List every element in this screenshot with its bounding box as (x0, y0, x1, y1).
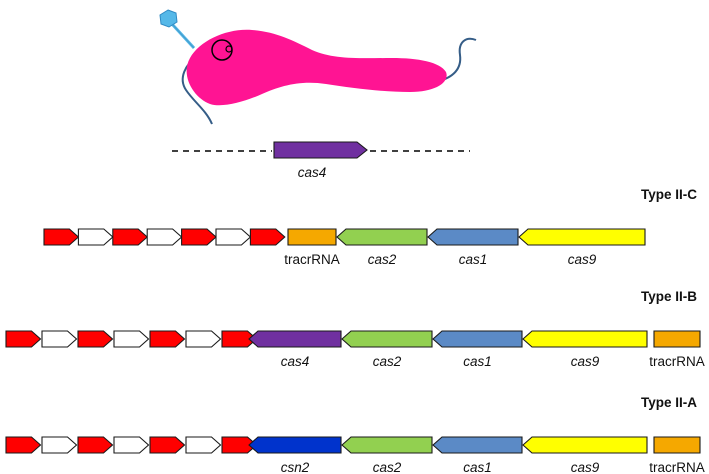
cas4-gene (248, 330, 342, 348)
locus-type-label: Type II-C (641, 187, 697, 202)
repeat-unit (77, 228, 114, 246)
tracrrna-label: tracrRNA (284, 252, 340, 267)
repeat-unit (185, 330, 222, 348)
tracrrna-label: tracrRNA (649, 460, 705, 474)
cas2-label: cas2 (373, 460, 402, 474)
cas9-gene (522, 330, 648, 348)
spacer-unit (77, 330, 114, 348)
cas2-gene (341, 330, 433, 348)
top-cas4-label: cas4 (298, 165, 327, 180)
locus-type-ii-c: Type II-C tracrRNA cas2 cas1 cas9 (43, 187, 697, 267)
repeat-unit (113, 330, 150, 348)
cas2-label: cas2 (368, 252, 397, 267)
top-cas4-gene (273, 141, 368, 159)
repeat-unit (185, 436, 222, 454)
spacer-unit (5, 330, 42, 348)
phage-icon (159, 9, 196, 50)
plasmid-icon (211, 39, 233, 61)
spacer-unit (112, 228, 149, 246)
cas4-label: cas4 (281, 354, 310, 369)
spacer-unit (181, 228, 217, 246)
cas1-label: cas1 (463, 354, 492, 369)
repeat-unit (41, 330, 78, 348)
tracrrna-gene (653, 330, 701, 348)
repeat-unit (113, 436, 150, 454)
csn2-label: csn2 (281, 460, 310, 474)
cas1-label: cas1 (463, 460, 492, 474)
cas1-label: cas1 (459, 252, 488, 267)
spacer-unit (5, 436, 42, 454)
tracrrna-gene (287, 228, 337, 246)
cas1-gene (432, 330, 523, 348)
cas2-gene (336, 228, 428, 246)
spacer-unit (149, 330, 186, 348)
spacer-unit (149, 436, 186, 454)
spacer-unit (249, 228, 286, 246)
spacer-unit (221, 330, 258, 348)
locus-type-ii-b: Type II-B cas4 cas2 cas1 cas9 tracrRNA (5, 289, 705, 369)
cas2-label: cas2 (373, 354, 402, 369)
cas9-label: cas9 (571, 460, 600, 474)
bacterium-icon (181, 29, 477, 125)
cas9-gene (518, 228, 646, 246)
spacer-unit (221, 436, 258, 454)
tracrrna-label: tracrRNA (649, 354, 705, 369)
cas1-gene (432, 436, 523, 454)
cas1-gene (427, 228, 519, 246)
cas9-label: cas9 (571, 354, 600, 369)
top-genome-fragment: cas4 (172, 141, 470, 180)
repeat-unit (41, 436, 78, 454)
locus-type-ii-a: Type II-A csn2 cas2 cas1 cas9 tracrRNA (5, 395, 705, 474)
locus-type-label: Type II-A (641, 395, 697, 410)
bacterium-body (186, 29, 447, 106)
spacer-unit (77, 436, 114, 454)
repeat-unit (146, 228, 183, 246)
cas9-gene (522, 436, 648, 454)
tracrrna-gene (653, 436, 701, 454)
locus-type-label: Type II-B (641, 289, 697, 304)
cas2-gene (341, 436, 433, 454)
spacer-unit (43, 228, 80, 246)
csn2-gene (248, 436, 342, 454)
cas9-label: cas9 (568, 252, 597, 267)
repeat-unit (215, 228, 252, 246)
